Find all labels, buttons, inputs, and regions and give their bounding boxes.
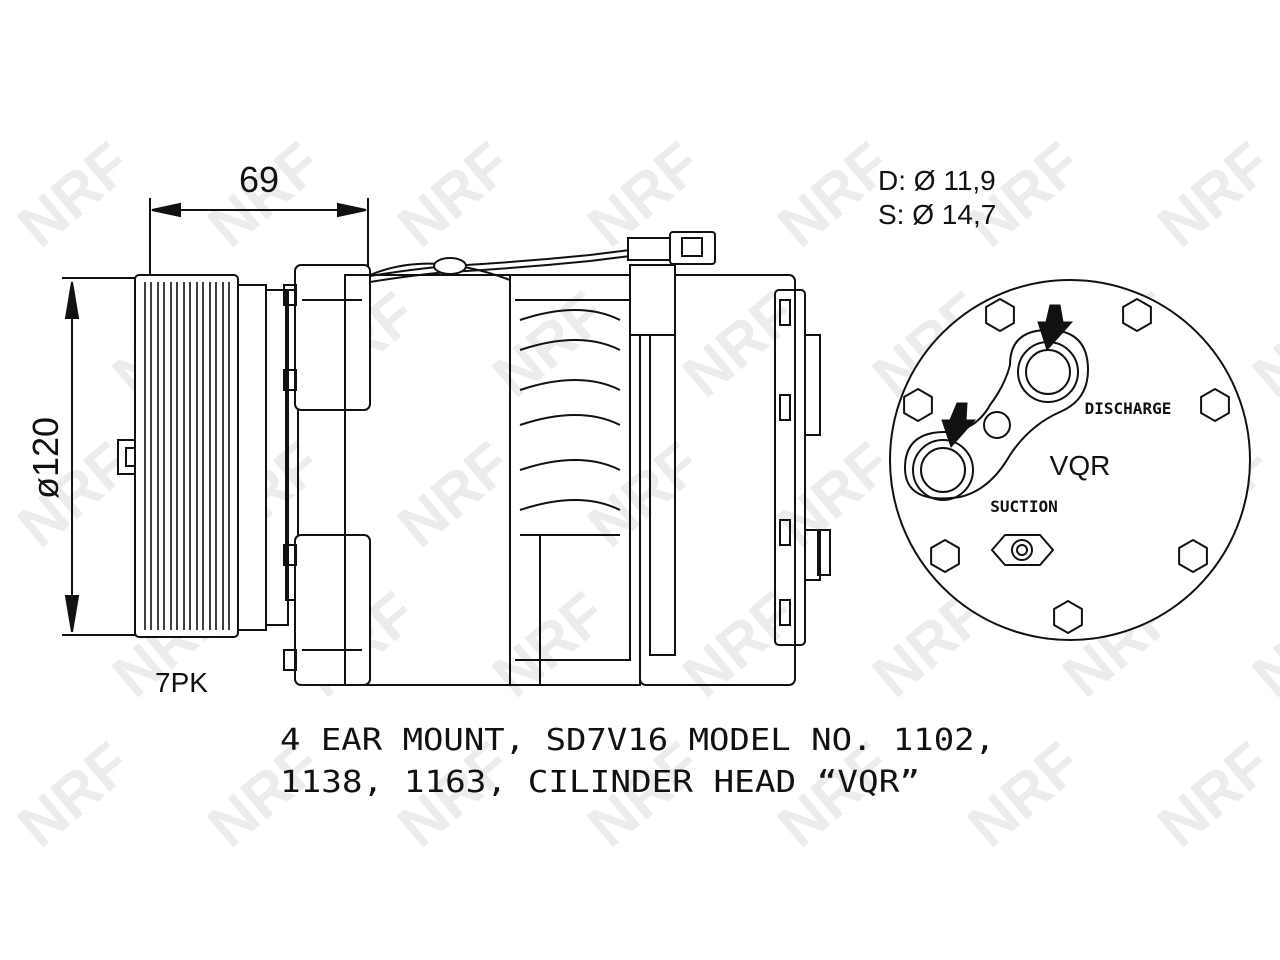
head-bolt [930,538,960,574]
pulley-groove [222,282,230,630]
suction-size-label: S: Ø 14,7 [878,199,996,230]
watermark-logo: NRF [480,279,618,410]
watermark-logo: NRF [1145,129,1280,260]
length-dimension [149,198,369,275]
watermark-logo: NRF [1240,579,1280,710]
pulley-groove [157,282,165,630]
watermark-logo: NRF [385,429,523,560]
discharge-label: DISCHARGE [1085,399,1172,418]
diameter-dimension [62,277,135,636]
pulley-groove [144,282,152,630]
watermark-logo: NRF [765,429,903,560]
diameter-dimension-label: ø120 [25,417,66,499]
length-dimension-label: 69 [239,159,279,200]
pulley-groove [183,282,191,630]
caption-line-1: 4 EAR MOUNT, SD7V16 MODEL NO. 1102, [280,723,995,758]
suction-label: SUCTION [990,497,1057,516]
head-bolt [903,387,933,423]
pulley-groove [196,282,204,630]
suction-arrow [941,402,977,448]
compressor-body [283,231,831,686]
pulley-groove [209,282,217,630]
belt-type-label: 7PK [155,667,208,698]
discharge-size-label: D: Ø 11,9 [878,165,996,196]
watermark-logo: NRF [5,729,143,860]
head-bolt [1053,599,1083,635]
watermark-logo: NRF [385,129,523,260]
head-code-label: VQR [1050,450,1111,481]
pulley-grooves [144,282,230,630]
cylinder-head-view [889,279,1251,641]
head-bolt [1200,387,1230,423]
watermark-logo: NRF [670,279,808,410]
watermark-logo: NRF [5,129,143,260]
watermark-logo: NRF [1240,279,1280,410]
pulley [117,274,299,638]
head-bolt [1178,538,1208,574]
head-bolts [903,297,1230,635]
caption-line-2: 1138, 1163, CILINDER HEAD “VQR” [280,765,920,800]
discharge-arrow [1037,304,1074,351]
watermark-logo: NRF [1145,729,1280,860]
watermark-logo: NRF [575,429,713,560]
pulley-groove [170,282,178,630]
head-bolt [1122,297,1152,333]
watermark-logo: NRF [480,579,618,710]
head-bolt [985,297,1015,333]
